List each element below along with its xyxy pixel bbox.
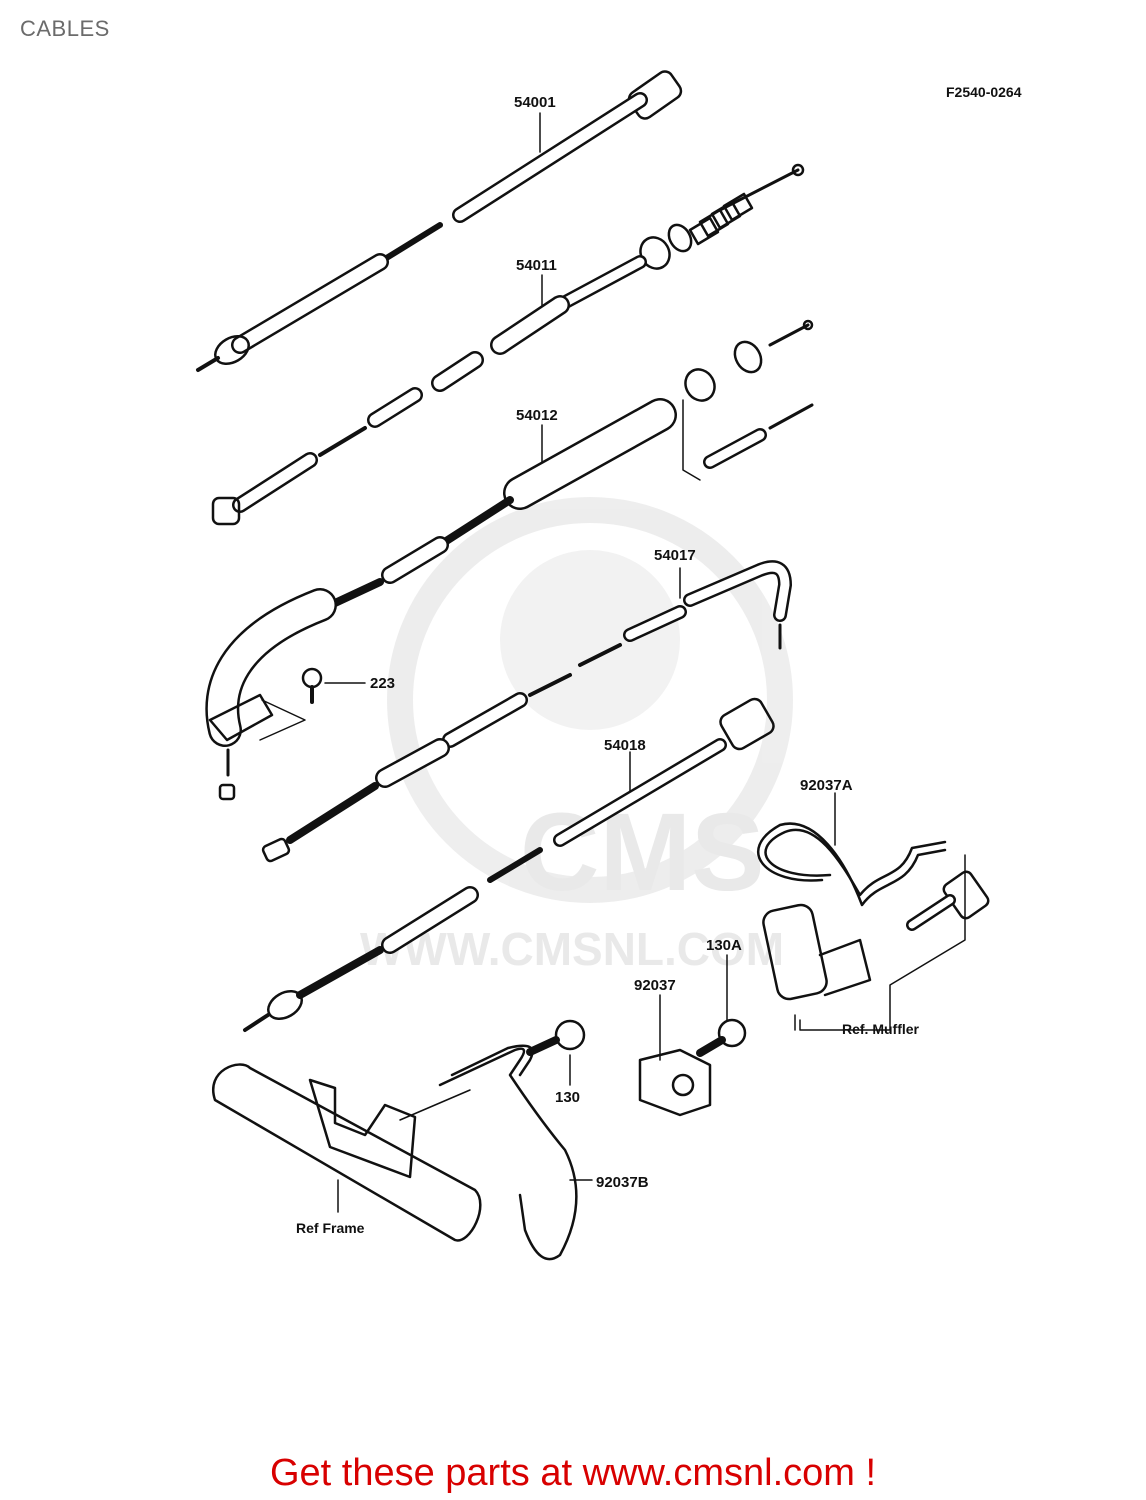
watermark-logo: CMS WWW.CMSNL.COM <box>360 497 793 975</box>
part-label-223[interactable]: 223 <box>370 675 395 692</box>
clamp-92037B[interactable] <box>438 1044 593 1261</box>
part-label-54001[interactable]: 54001 <box>514 94 556 111</box>
cable-54012[interactable] <box>205 319 814 801</box>
page-title: CABLES <box>20 16 110 41</box>
figure-code: F2540-0264 <box>946 84 1022 100</box>
cable-54017[interactable] <box>261 560 792 863</box>
cable-54011[interactable] <box>211 163 805 526</box>
part-label-54012[interactable]: 54012 <box>516 407 558 424</box>
part-label-54018[interactable]: 54018 <box>604 737 646 754</box>
part-label-92037A[interactable]: 92037A <box>800 777 853 794</box>
cable-54018[interactable] <box>243 696 776 1032</box>
ref-label-muffler: Ref. Muffler <box>842 1021 920 1037</box>
watermark-brand: CMS <box>520 791 764 914</box>
part-label-92037[interactable]: 92037 <box>634 977 676 994</box>
part-label-130[interactable]: 130 <box>555 1089 580 1106</box>
screw-223[interactable] <box>259 667 366 741</box>
part-label-54011[interactable]: 54011 <box>516 257 557 274</box>
ref-muffler-bracket <box>762 854 966 1031</box>
bolt-muffler[interactable] <box>906 869 991 931</box>
bolt-130A[interactable] <box>696 954 747 1057</box>
ref-label-frame: Ref Frame <box>296 1220 365 1236</box>
cable-54001[interactable] <box>196 68 684 372</box>
clamp-92037[interactable] <box>638 994 712 1117</box>
cta-link[interactable]: Get these parts at www.cmsnl.com ! <box>269 1452 877 1494</box>
part-label-54017[interactable]: 54017 <box>654 547 696 564</box>
bolt-130[interactable] <box>526 1019 586 1086</box>
part-label-130A[interactable]: 130A <box>706 937 742 954</box>
clamp-92037A[interactable] <box>757 792 947 907</box>
watermark-url: WWW.CMSNL.COM <box>360 923 784 975</box>
part-label-92037B[interactable]: 92037B <box>596 1174 649 1191</box>
ref-frame <box>212 1063 482 1242</box>
